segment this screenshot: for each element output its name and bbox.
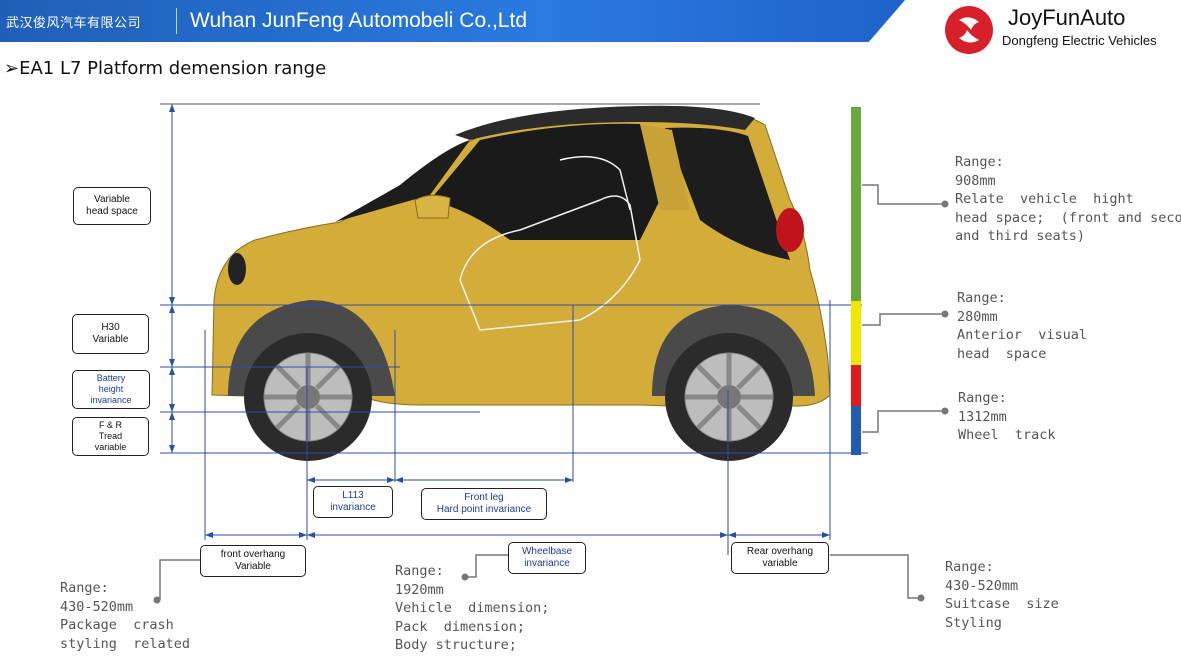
note-wheelbase: Range: 1920mm Vehicle dimension; Pack di…	[395, 563, 550, 653]
header-divider	[176, 8, 177, 34]
front-windshield	[335, 140, 470, 222]
slide-title-text: EA1 L7 Platform demension range	[19, 58, 327, 79]
car-illustration	[211, 105, 831, 461]
range-bar	[851, 107, 861, 455]
range-bar-green	[851, 107, 861, 301]
brand-subtitle: Dongfeng Electric Vehicles	[1002, 33, 1157, 48]
brand-name: JoyFunAuto	[1008, 5, 1126, 30]
note-front-overhang: Range: 430-520mm Package crash styling r…	[60, 580, 191, 652]
note-rear-overhang: Range: 430-520mm Suitcase size Styling	[945, 559, 1059, 631]
range-bar-red	[851, 365, 861, 406]
side-mirror	[414, 194, 451, 219]
box-front-overhang: front overhang Variable	[200, 545, 306, 577]
rear-wheel	[665, 333, 793, 461]
headlight	[228, 253, 246, 285]
box-front-leg: Front leg Hard point invariance	[421, 488, 547, 520]
callout-dots	[153, 200, 949, 604]
slide-title: ➢EA1 L7 Platform demension range	[4, 58, 326, 79]
box-l113: L113 invariance	[313, 486, 393, 518]
box-head-space: Variable head space	[73, 187, 151, 225]
arrow-bullet-icon: ➢	[4, 58, 20, 79]
box-wheelbase: Wheelbase invariance	[508, 542, 586, 574]
company-name-en: Wuhan JunFeng Automobeli Co.,Ltd	[190, 9, 527, 32]
pillar	[640, 124, 690, 210]
tail-light	[776, 208, 804, 252]
car-roof	[455, 105, 755, 140]
seat-outline	[459, 195, 641, 331]
box-tread: F & R Tread variable	[72, 417, 149, 456]
box-h30: H30 Variable	[72, 314, 149, 354]
note-visual: Range: 280mm Anterior visual head space	[957, 290, 1088, 362]
box-battery: Battery height invariance	[72, 370, 150, 409]
rear-seat-outline	[559, 155, 631, 211]
dimension-arrows	[169, 104, 830, 538]
company-name-cn: 武汉俊风汽车有限公司	[6, 16, 142, 31]
range-bar-blue	[851, 406, 861, 455]
front-wheel	[244, 333, 372, 461]
side-window	[430, 123, 660, 240]
range-bar-yellow	[851, 301, 861, 365]
box-rear-overhang: Rear overhang variable	[731, 542, 829, 574]
header-bar	[0, 0, 905, 42]
note-head-space: Range: 908mm Relate vehicle hight head s…	[955, 154, 1181, 244]
callout-connectors	[159, 184, 945, 600]
rear-window	[665, 127, 790, 261]
brand-logo-icon	[945, 6, 993, 54]
note-track: Range: 1312mm Wheel track	[958, 390, 1056, 443]
